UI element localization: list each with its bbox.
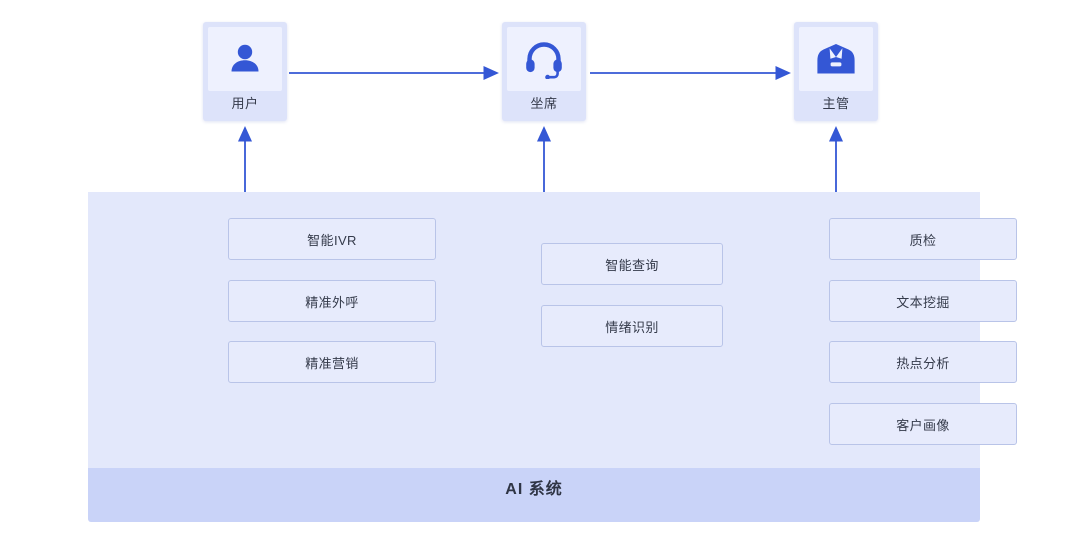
capability-box-emotion-recognition[interactable]: 情绪识别 <box>541 305 723 347</box>
person-icon <box>208 27 282 91</box>
role-label-supervisor: 主管 <box>822 96 850 111</box>
role-card-supervisor[interactable]: 主管 <box>794 22 878 121</box>
capability-box-quality-inspection[interactable]: 质检 <box>829 218 1017 260</box>
role-label-agent: 坐席 <box>530 96 558 111</box>
role-card-user[interactable]: 用户 <box>203 22 287 121</box>
role-label-user: 用户 <box>231 96 259 111</box>
suit-tie-icon <box>799 27 873 91</box>
capability-box-smart-ivr[interactable]: 智能IVR <box>228 218 436 260</box>
capability-box-precision-marketing[interactable]: 精准营销 <box>228 341 436 383</box>
capability-box-text-mining[interactable]: 文本挖掘 <box>829 280 1017 322</box>
capability-box-smart-query[interactable]: 智能查询 <box>541 243 723 285</box>
capability-box-precision-outbound[interactable]: 精准外呼 <box>228 280 436 322</box>
headset-icon <box>507 27 581 91</box>
role-card-agent[interactable]: 坐席 <box>502 22 586 121</box>
ai-system-title: AI 系统 <box>505 481 563 498</box>
capability-box-customer-profile[interactable]: 客户画像 <box>829 403 1017 445</box>
capability-box-hotspot-analysis[interactable]: 热点分析 <box>829 341 1017 383</box>
ai-system-panel: 智能IVR 精准外呼 精准营销 智能查询 情绪识别 质检 文本挖掘 热点分析 客… <box>88 192 1017 522</box>
